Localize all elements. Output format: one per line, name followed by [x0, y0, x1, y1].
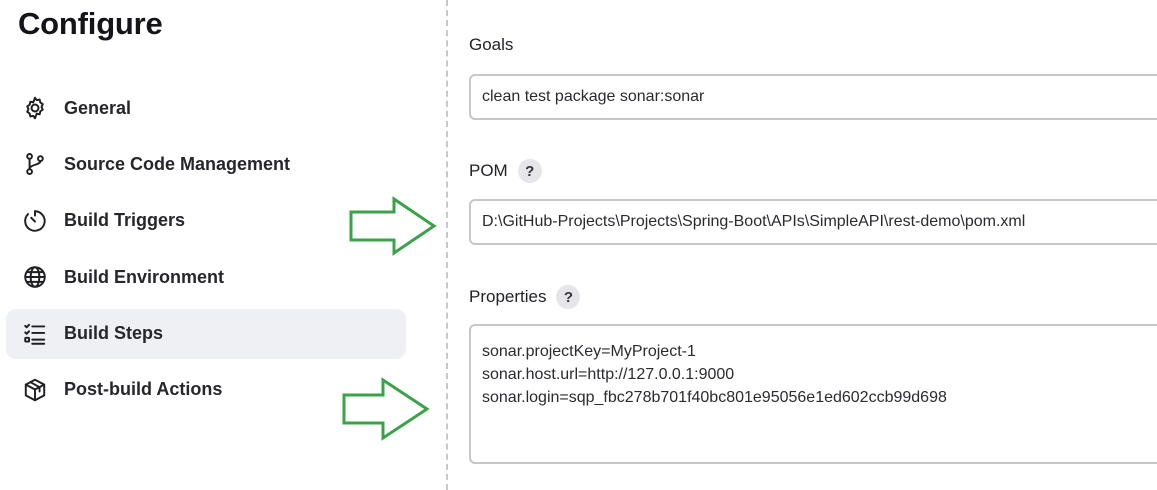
arrow-right-icon	[349, 196, 437, 256]
arrow-right-icon	[342, 377, 430, 441]
pom-help-icon[interactable]: ?	[517, 159, 542, 183]
build-step-form: Goals POM ? Properties ? sonar.projectKe…	[469, 0, 1157, 490]
package-icon	[20, 375, 50, 405]
git-branch-icon	[20, 149, 50, 179]
sidebar-item-build-environment[interactable]: Build Environment	[6, 252, 406, 302]
section-divider	[446, 0, 448, 490]
sidebar-item-post-build-actions[interactable]: Post-build Actions	[6, 365, 406, 415]
pom-input[interactable]	[469, 199, 1157, 245]
sidebar-item-build-triggers[interactable]: Build Triggers	[6, 196, 406, 246]
properties-label: Properties ?	[469, 284, 581, 310]
sidebar-item-label: Source Code Management	[64, 153, 291, 174]
gear-icon	[20, 93, 50, 123]
list-icon	[20, 319, 50, 349]
globe-icon	[20, 262, 50, 292]
sidebar-item-label: Build Environment	[64, 266, 225, 287]
sidebar-item-label: Build Steps	[64, 323, 164, 344]
properties-help-icon[interactable]: ?	[556, 285, 581, 309]
pom-label-text: POM	[469, 161, 508, 180]
goals-label-text: Goals	[469, 35, 514, 54]
sidebar-item-general[interactable]: General	[6, 83, 406, 133]
sidebar: Configure General	[0, 0, 420, 490]
sidebar-item-label: Post-build Actions	[64, 379, 223, 400]
sidebar-item-source-code-management[interactable]: Source Code Management	[6, 139, 406, 189]
properties-label-text: Properties	[469, 287, 547, 306]
sidebar-item-label: Build Triggers	[64, 210, 186, 231]
page-title: Configure	[18, 6, 163, 41]
sidebar-item-label: General	[64, 97, 132, 118]
sidebar-nav: General Source Code Management	[6, 83, 406, 421]
sidebar-item-build-steps[interactable]: Build Steps	[6, 308, 406, 359]
pom-label: POM ?	[469, 158, 542, 184]
timer-icon	[20, 206, 50, 236]
properties-textarea[interactable]: sonar.projectKey=MyProject-1 sonar.host.…	[469, 324, 1157, 464]
goals-label: Goals	[469, 34, 513, 56]
goals-input[interactable]	[469, 74, 1157, 120]
